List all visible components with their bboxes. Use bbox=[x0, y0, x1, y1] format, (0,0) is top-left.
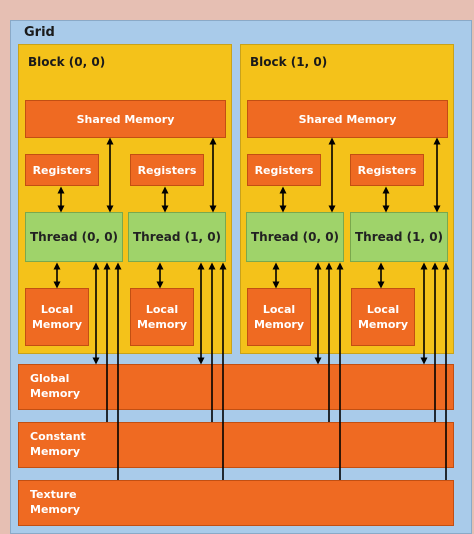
block-0-local-memory-1: Local Memory bbox=[130, 288, 194, 346]
texture-memory-label: Texture Memory bbox=[30, 488, 81, 516]
block-1-shared-memory: Shared Memory bbox=[247, 100, 448, 138]
grid-title: Grid bbox=[24, 25, 55, 40]
block-0-thread-0: Thread (0, 0) bbox=[25, 212, 123, 262]
block-1-local-memory-0: Local Memory bbox=[247, 288, 311, 346]
block-1-title: Block (1, 0) bbox=[250, 55, 328, 69]
texture-memory-bar bbox=[18, 480, 454, 526]
global-memory-bar bbox=[18, 364, 454, 410]
block-1-registers-0: Registers bbox=[247, 154, 321, 186]
global-memory-label: Global Memory bbox=[30, 372, 81, 400]
constant-memory-label: Constant Memory bbox=[30, 430, 86, 458]
block-0-shared-memory: Shared Memory bbox=[25, 100, 226, 138]
block-0-registers-0: Registers bbox=[25, 154, 99, 186]
constant-memory-bar bbox=[18, 422, 454, 468]
block-0-thread-1: Thread (1, 0) bbox=[128, 212, 226, 262]
block-0-title: Block (0, 0) bbox=[28, 55, 106, 69]
block-1-thread-1: Thread (1, 0) bbox=[350, 212, 448, 262]
block-0-registers-1: Registers bbox=[130, 154, 204, 186]
block-1-registers-1: Registers bbox=[350, 154, 424, 186]
block-0-local-memory-0: Local Memory bbox=[25, 288, 89, 346]
block-1-thread-0: Thread (0, 0) bbox=[246, 212, 344, 262]
block-1-local-memory-1: Local Memory bbox=[351, 288, 415, 346]
